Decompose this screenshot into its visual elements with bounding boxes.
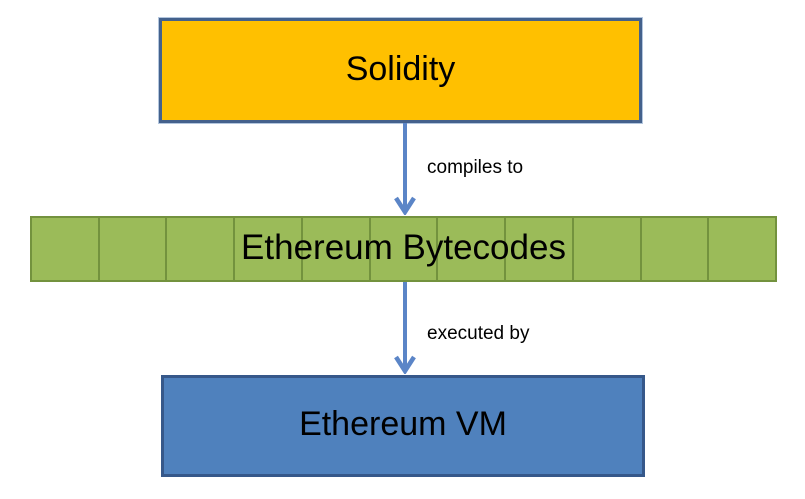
bytecodes-node: Ethereum Bytecodes [30,216,777,282]
bytecode-cell [371,218,439,280]
executed-by-label: executed by [427,323,530,344]
bytecode-cell [642,218,710,280]
bytecode-cells [32,218,775,280]
down-arrow-icon [394,282,416,374]
bytecode-cell [574,218,642,280]
bytecode-cell [167,218,236,280]
bytecodes-label: Ethereum Bytecodes [241,227,566,267]
evm-label: Ethereum VM [299,405,507,443]
compiles-to-arrow [394,123,416,215]
executed-by-arrow [394,282,416,374]
bytecode-cell [100,218,168,280]
bytecode-cell [235,218,303,280]
down-arrow-icon [394,123,416,215]
bytecode-cell [32,218,100,280]
bytecode-cell [303,218,371,280]
solidity-node: Solidity [159,18,642,123]
evm-node: Ethereum VM [161,375,645,477]
bytecode-cell [506,218,574,280]
solidity-label: Solidity [345,49,456,88]
compiles-to-label: compiles to [427,157,524,178]
bytecode-cell [438,218,507,280]
